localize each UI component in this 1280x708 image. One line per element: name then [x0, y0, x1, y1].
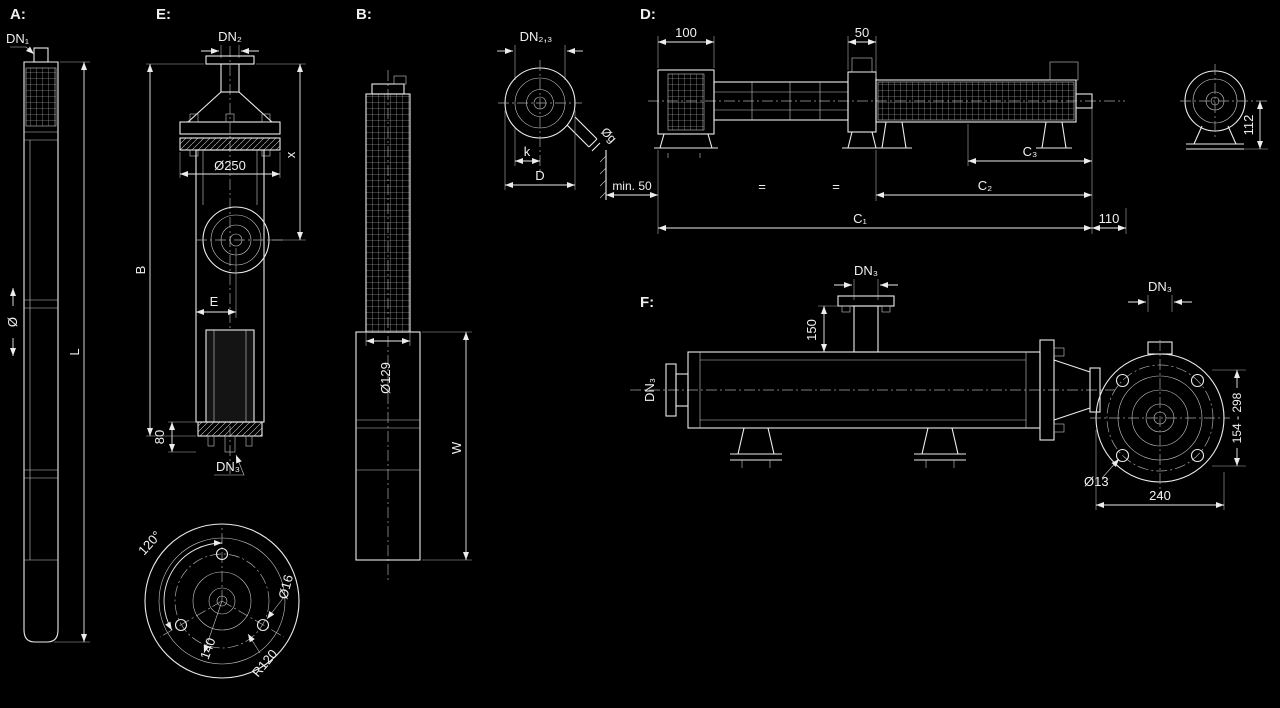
dim-50: 50: [855, 25, 869, 40]
view-d-title: D:: [640, 6, 656, 23]
dim-80: 80: [152, 430, 167, 444]
view-f-title: F:: [640, 294, 654, 311]
label-dn3-top: DN₃: [854, 263, 878, 278]
label-dn3-left: DN₃: [642, 378, 657, 402]
view-e: E: DN₂ Ø250 E: [133, 6, 306, 680]
dim-110: 110: [1099, 211, 1120, 226]
view-a-title: A:: [10, 6, 26, 23]
dim-flange-dia: Ø250: [214, 158, 246, 173]
pump-a-strainer: [25, 67, 57, 127]
dim-x: x: [283, 151, 298, 158]
view-e-title: E:: [156, 6, 171, 23]
dim-k: k: [524, 144, 531, 159]
label-dn3-right: DN₃: [1148, 279, 1172, 294]
motor-stool: [205, 329, 255, 423]
dim-c1: C₁: [853, 211, 867, 226]
coupling-bracket: [847, 71, 877, 133]
dim-dia129: Ø129: [378, 362, 393, 394]
dim-dia16: Ø16: [275, 573, 296, 601]
label-dn1: DN₁: [6, 31, 30, 46]
label-dn3-e: DN₃: [216, 459, 240, 474]
terminal-box: [1049, 61, 1079, 81]
dim-112: 112: [1241, 115, 1256, 136]
dim-100: 100: [675, 25, 697, 40]
dim-a-length: L: [67, 348, 82, 355]
view-b: B: Ø129 W: [355, 6, 472, 580]
dim-w: W: [449, 441, 464, 454]
bottom-flange: [197, 421, 263, 437]
pump-b-upper: [365, 93, 411, 333]
dim-a-diameter: Ø: [5, 317, 20, 327]
dim-150: 150: [804, 319, 819, 341]
view-f-end: DN₃ 154 - 298 Ø13: [1084, 279, 1246, 510]
dim-range: 154 - 298: [1230, 392, 1244, 443]
flange-lower: [179, 137, 281, 151]
view-a: A: DN₁ Ø L: [5, 6, 90, 643]
view-d-assembly: 100 50 min. 50 = = C₃ C₂ C₁ 110: [599, 25, 1127, 234]
view-e-base-plan: 120° 140 R120 Ø16: [135, 523, 300, 680]
dim-e: E: [210, 294, 219, 309]
label-dn23: DN₂,₃: [520, 29, 553, 44]
shaft-stub: [1075, 93, 1093, 109]
dim-r120: R120: [249, 646, 280, 679]
dim-140: 140: [197, 636, 219, 662]
label-dn2: DN₂: [218, 29, 242, 44]
view-d: D: DN₂,₃ Øg k D: [497, 6, 1268, 234]
equal-mark-2: =: [832, 179, 840, 194]
dim-240: 240: [1149, 488, 1171, 503]
pump-b-lower: [355, 331, 421, 561]
dim-d: D: [535, 168, 544, 183]
discharge-flange: [1039, 339, 1055, 441]
dim-c2: C₂: [978, 178, 992, 193]
equal-mark-1: =: [758, 179, 766, 194]
view-d-end-right: 112: [1180, 64, 1268, 150]
view-f: F: DN₃ 150 DN₃: [630, 263, 1246, 510]
dim-c3: C₃: [1023, 144, 1038, 159]
dim-b: B: [133, 266, 148, 275]
view-d-end-left: DN₂,₃ Øg k D: [497, 29, 619, 190]
dim-120deg: 120°: [135, 528, 164, 558]
dim-dia-g: Øg: [598, 125, 619, 146]
pump-a-top-port: [33, 47, 49, 63]
dim-min50: min. 50: [612, 179, 652, 193]
pump-a-body: [23, 61, 59, 643]
view-b-title: B:: [356, 6, 372, 23]
